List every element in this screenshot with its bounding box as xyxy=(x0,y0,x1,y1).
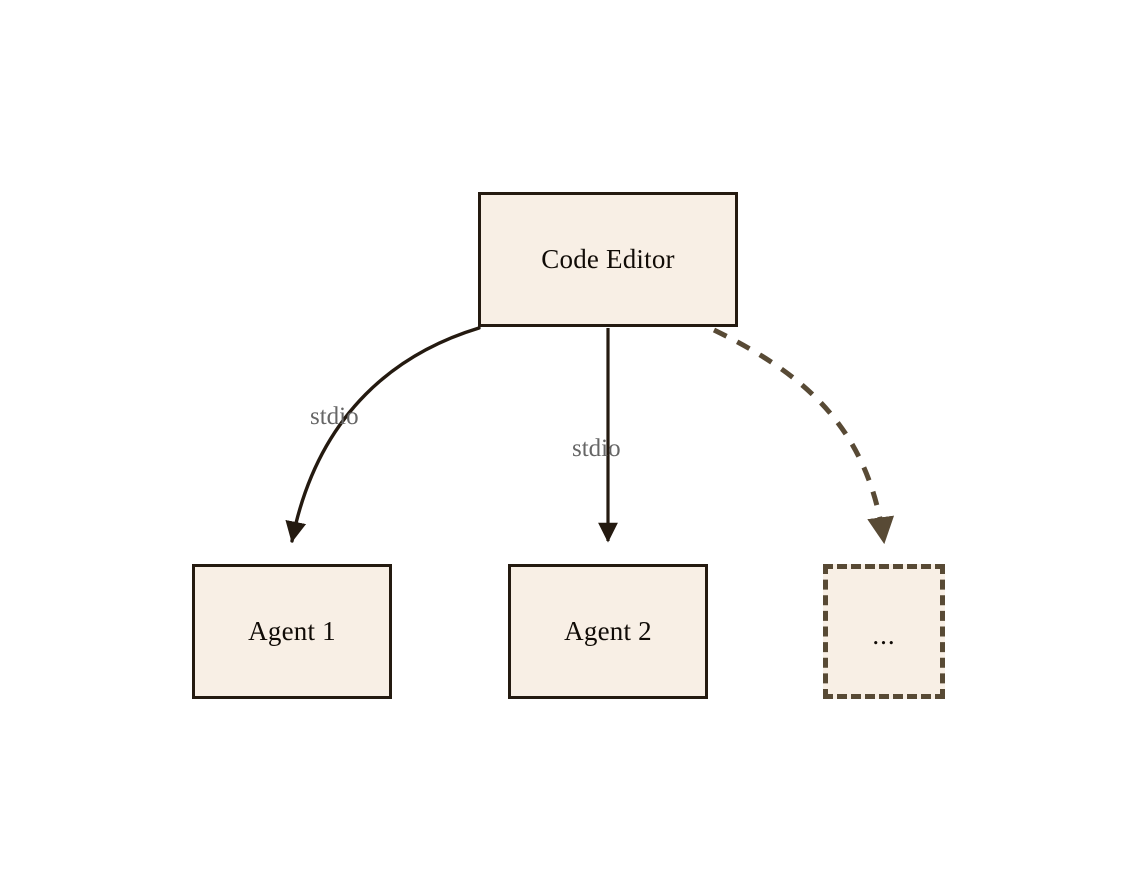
node-label-agent-2: Agent 2 xyxy=(564,616,652,646)
node-label-code-editor: Code Editor xyxy=(541,244,675,274)
edge-path-editor-to-more xyxy=(712,327,895,545)
node-more-placeholder[interactable]: ... xyxy=(823,564,945,699)
node-label-more-placeholder: ... xyxy=(872,620,896,650)
node-code-editor[interactable]: Code Editor xyxy=(478,192,738,327)
edge-label-stdio-agent-2: stdio xyxy=(572,435,621,462)
node-agent-1[interactable]: Agent 1 xyxy=(192,564,392,699)
edge-path-editor-to-agent1 xyxy=(285,326,481,543)
node-agent-2[interactable]: Agent 2 xyxy=(508,564,708,699)
node-label-agent-1: Agent 1 xyxy=(248,616,336,646)
edge-label-stdio-agent-1: stdio xyxy=(310,403,359,430)
